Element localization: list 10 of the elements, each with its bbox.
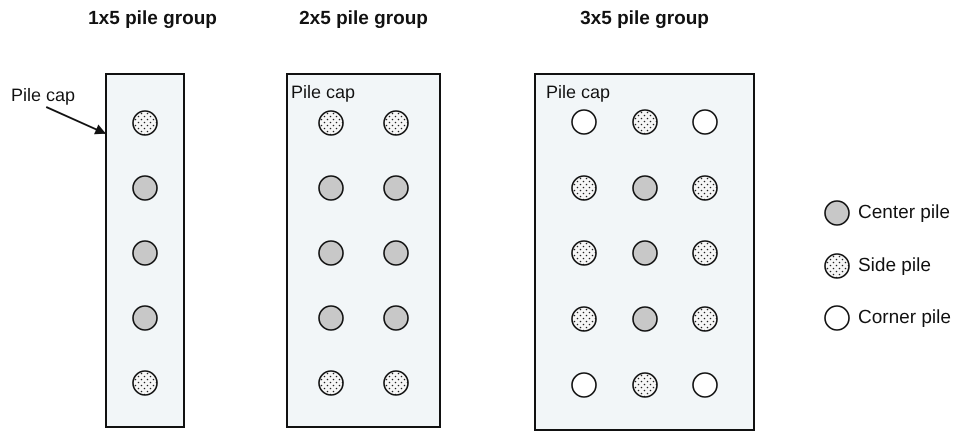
- legend-label: Corner pile: [858, 307, 951, 329]
- group-title: 2x5 pile group: [298, 8, 429, 30]
- cap-label: Pile cap: [291, 82, 356, 102]
- cap-label: Pile cap: [11, 85, 76, 105]
- group-title: 3x5 pile group: [579, 8, 710, 30]
- leader-arrow: [46, 106, 106, 134]
- cap-label: Pile cap: [546, 82, 610, 102]
- group-title: 1x5 pile group: [87, 8, 218, 30]
- legend-label: Side pile: [858, 255, 931, 277]
- legend-label: Center pile: [858, 202, 950, 224]
